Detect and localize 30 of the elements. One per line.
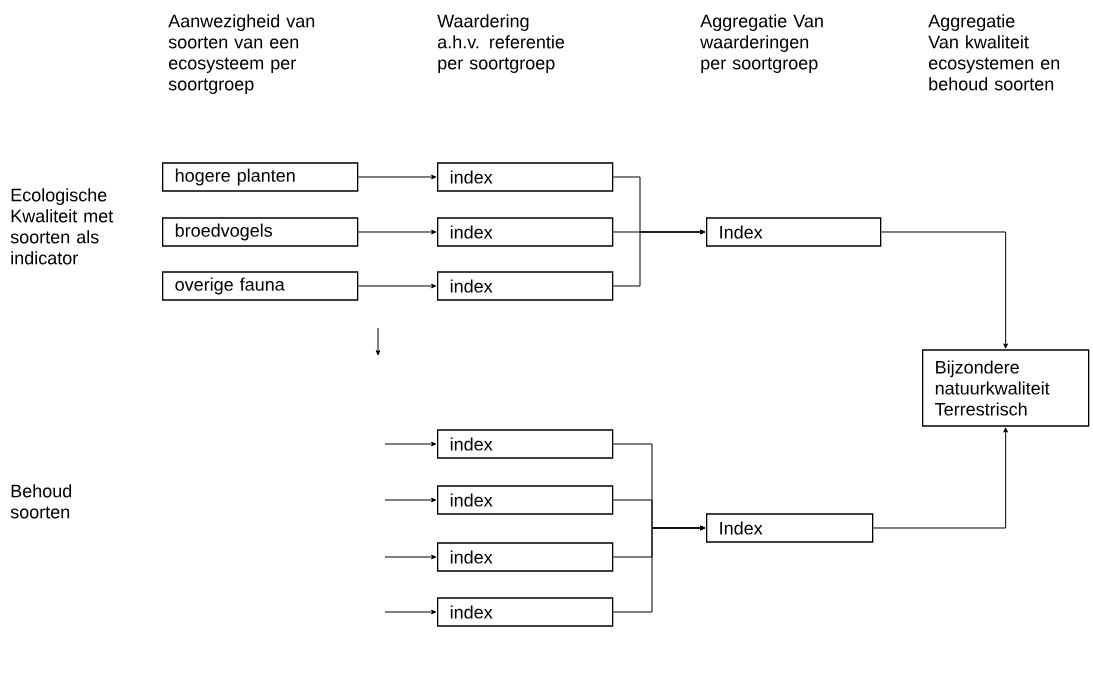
arrow (872, 427, 1008, 529)
arrow (357, 174, 437, 180)
row-heading: Behoud soorten (10, 484, 72, 519)
result-box: Bijzondere natuurkwaliteit Terrestrisch (922, 349, 1090, 427)
arrow (384, 554, 437, 560)
arrow (384, 497, 437, 503)
row-heading: Ecologische Kwaliteit met soorten als indicator (10, 188, 114, 265)
arrow (357, 229, 437, 235)
arrow (612, 525, 706, 613)
arrow (357, 283, 437, 289)
process-box: overige fauna (162, 271, 359, 301)
process-box: index (437, 217, 614, 247)
process-box: Index (706, 513, 874, 543)
arrow (384, 609, 437, 615)
process-box: broedvogels (162, 217, 359, 247)
column-heading: Waardering a.h.v. referentie per soortgroep (437, 14, 565, 73)
column-heading: Aggregatie Van waarderingen per soortgroep (700, 14, 823, 73)
process-box: index (437, 542, 614, 572)
process-box: index (437, 597, 614, 627)
column-heading: Aanwezigheid van soorten van een ecosysteem per soortgroep (168, 14, 315, 94)
arrow (880, 231, 1008, 349)
process-box: index (437, 429, 614, 459)
process-box: Index (706, 217, 882, 247)
process-box: index (437, 162, 614, 192)
arrow (612, 229, 706, 287)
column-heading: Aggregatie Van kwaliteit ecosystemen en behoud soorten (928, 14, 1060, 91)
process-box: index (437, 271, 614, 301)
process-box: index (437, 485, 614, 515)
process-box: hogere planten (162, 162, 359, 192)
arrow (384, 441, 437, 447)
